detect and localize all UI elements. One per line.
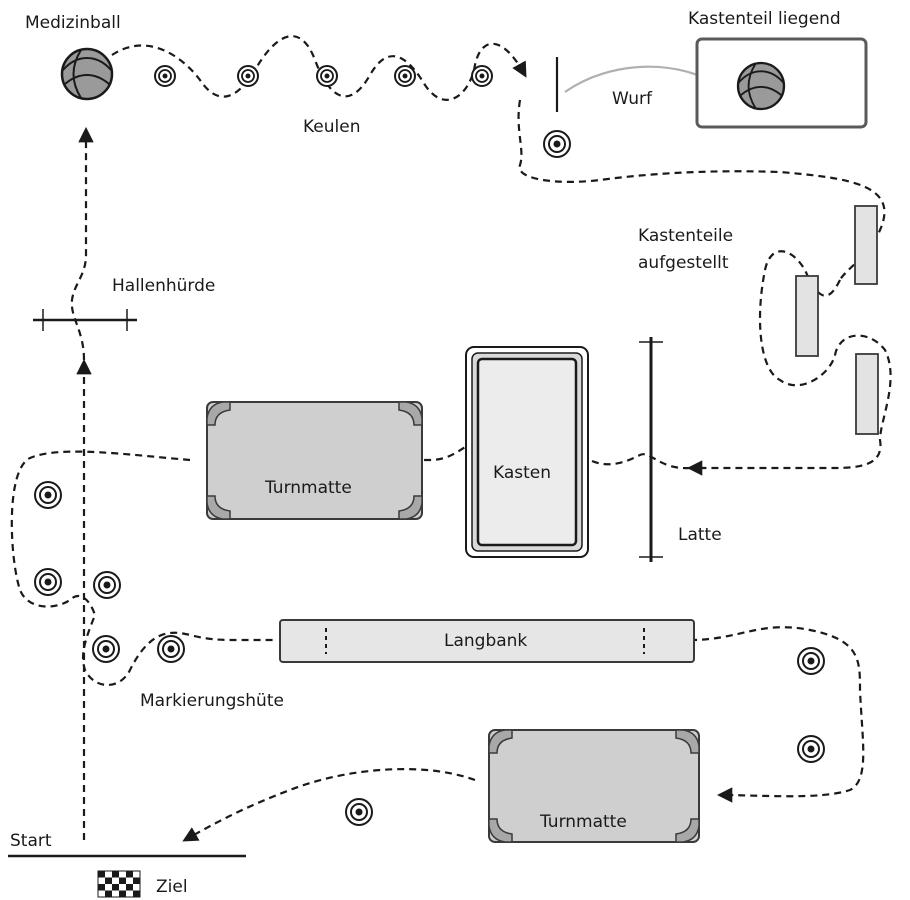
label-keulen: Keulen (303, 117, 361, 137)
club-marker-icon (154, 65, 176, 87)
label-turnmatte-bottom: Turnmatte (539, 812, 627, 832)
label-latte: Latte (678, 525, 722, 545)
label-kastenteile-line1: Kastenteile (638, 226, 733, 246)
kastenteile-aufgestellt (795, 205, 879, 435)
label-wurf: Wurf (612, 89, 653, 109)
label-kasten: Kasten (493, 463, 551, 483)
kasten (465, 346, 589, 558)
club-marker-icon (316, 65, 338, 87)
label-medizinball: Medizinball (25, 13, 121, 33)
target-ball-icon (736, 61, 786, 111)
marker-cone-icon (345, 798, 373, 826)
checkered-flag-icon (97, 870, 141, 898)
marker-cone-icon (92, 635, 120, 663)
running-path (10, 35, 892, 842)
label-hallenhuerde: Hallenhürde (112, 276, 215, 296)
marker-cone-icon (797, 735, 825, 763)
club-marker-icon (471, 65, 493, 87)
marker-cone-icon (93, 571, 121, 599)
hallenhuerde (33, 309, 137, 331)
label-ziel: Ziel (156, 877, 188, 897)
label-markierungshuete: Markierungshüte (140, 691, 284, 711)
langbank (279, 619, 695, 663)
label-kastenteil-liegend: Kastenteil liegend (688, 9, 841, 29)
marker-cone-icon (543, 130, 571, 158)
club-marker-icon (237, 65, 259, 87)
marker-cone-icon (34, 568, 62, 596)
turnmatte-top (206, 401, 423, 520)
label-langbank: Langbank (444, 631, 527, 651)
label-turnmatte-top: Turnmatte (264, 478, 352, 498)
club-marker-icon (394, 65, 416, 87)
marker-cone-icon (157, 635, 185, 663)
marker-cone-icon (797, 647, 825, 675)
label-start: Start (10, 831, 52, 851)
marker-cone-icon (34, 481, 62, 509)
turnmatte-bottom (488, 729, 700, 843)
clubs (154, 65, 493, 87)
latte (639, 337, 663, 562)
medicine-ball-icon (60, 47, 114, 101)
label-kastenteile-line2: aufgestellt (638, 253, 729, 273)
